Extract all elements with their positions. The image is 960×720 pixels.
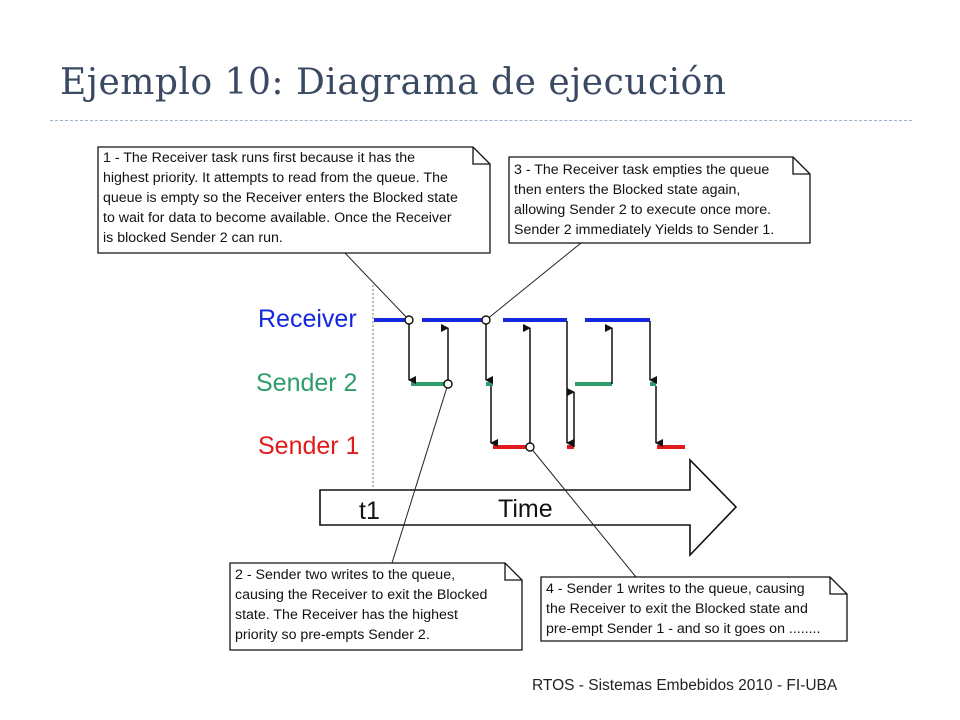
note-1-box — [97, 146, 491, 254]
note-3-box — [508, 156, 811, 244]
row-label-sender-1: Sender 1 — [258, 432, 359, 460]
note-2-box — [229, 562, 523, 651]
note-2-callout: 2 - Sender two writes to the queue, caus… — [229, 562, 523, 651]
leader-note-3 — [485, 242, 582, 321]
event-dot — [443, 379, 453, 389]
callout-leaders — [344, 242, 637, 578]
note-2-line: causing the Receiver to exit the Blocked — [235, 587, 487, 603]
event-markers — [404, 315, 535, 452]
note-1-line: to wait for data to become available. On… — [103, 210, 452, 226]
note-3-callout: 3 - The Receiver task empties the queue … — [508, 156, 811, 244]
note-2-fold — [504, 563, 522, 581]
note-3-line: 3 - The Receiver task empties the queue — [514, 162, 769, 178]
execution-segments — [374, 318, 685, 449]
t1-label: t1 — [359, 497, 380, 525]
note-4-line: 4 - Sender 1 writes to the queue, causin… — [546, 581, 805, 597]
row-label-sender-2: Sender 2 — [256, 369, 357, 397]
context-switch-arrows — [408, 321, 663, 447]
note-2-line: priority so pre-empts Sender 2. — [235, 627, 430, 643]
note-3-line: Sender 2 immediately Yields to Sender 1. — [514, 222, 774, 238]
leader-note-4 — [529, 446, 637, 578]
note-4-fold — [829, 577, 847, 595]
note-3-line: allowing Sender 2 to execute once more. — [514, 202, 771, 218]
slide-title: Ejemplo 10: Diagrama de ejecución — [60, 62, 727, 103]
event-dot — [481, 315, 491, 325]
note-4-box — [540, 576, 848, 642]
note-2-line: 2 - Sender two writes to the queue, — [235, 567, 455, 583]
note-4-line: the Receiver to exit the Blocked state a… — [546, 601, 808, 617]
note-1-callout: 1 - The Receiver task runs first because… — [97, 146, 491, 254]
note-1-line: is blocked Sender 2 can run. — [103, 230, 283, 246]
note-3-line: then enters the Blocked state again, — [514, 182, 740, 198]
leader-note-1 — [344, 252, 410, 321]
note-2-line: state. The Receiver has the highest — [235, 607, 458, 623]
note-4-line: pre-empt Sender 1 - and so it goes on ..… — [546, 621, 820, 637]
leader-note-2 — [391, 383, 449, 564]
event-dot — [404, 315, 414, 325]
note-4-callout: 4 - Sender 1 writes to the queue, causin… — [540, 576, 848, 642]
row-label-receiver: Receiver — [258, 305, 357, 333]
note-3-fold — [792, 157, 810, 175]
event-dot — [525, 442, 535, 452]
note-1-line: queue is empty so the Receiver enters th… — [103, 190, 458, 206]
slide-footer: RTOS - Sistemas Embebidos 2010 - FI-UBA — [532, 677, 838, 694]
note-1-fold — [472, 147, 490, 165]
time-axis-arrow — [319, 458, 738, 557]
title-divider — [50, 120, 912, 121]
time-axis-label: Time — [498, 495, 553, 523]
note-1-line: highest priority. It attempts to read fr… — [103, 170, 448, 186]
note-1-line: 1 - The Receiver task runs first because… — [103, 150, 415, 166]
